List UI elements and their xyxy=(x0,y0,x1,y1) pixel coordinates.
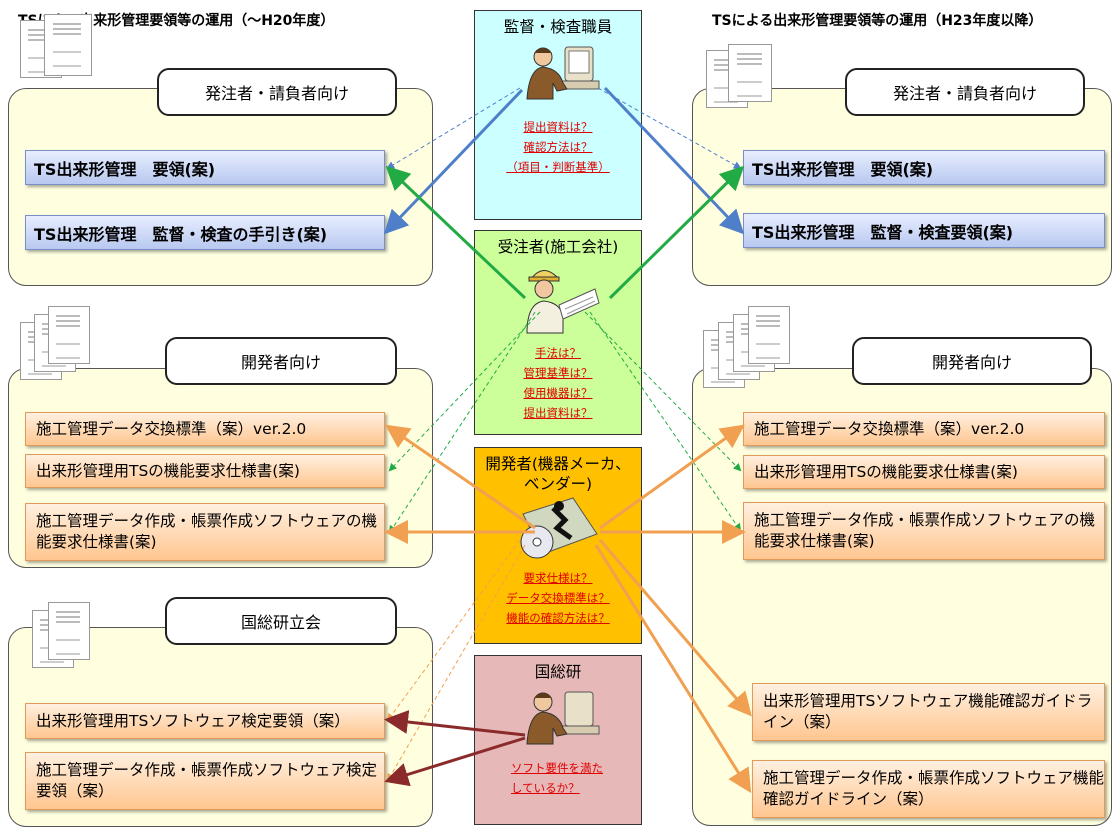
right-software-spec-box: 施工管理データ作成・帳票作成ソフトウェアの機能要求仕様書(案) xyxy=(743,502,1105,560)
left-group1-label: 発注者・請負者向け xyxy=(157,68,397,116)
right-data-exchange-box: 施工管理データ交換標準（案）ver.2.0 xyxy=(743,412,1105,446)
right-ts-software-guideline-box: 出来形管理用TSソフトウェア機能確認ガイドライン（案） xyxy=(752,683,1105,741)
supervisor-question: 提出資料は？ xyxy=(523,120,593,135)
right-title: TSによる出来形管理要領等の運用（H23年度以降） xyxy=(712,13,1043,29)
right-ts-manual-box: TS出来形管理 要領(案) xyxy=(743,150,1105,185)
left-software-spec-box: 施工管理データ作成・帳票作成ソフトウェアの機能要求仕様書(案) xyxy=(25,503,385,561)
contractor-question: 手法は？ xyxy=(535,346,581,361)
developer-title: 開発者(機器メーカ、ベンダー) xyxy=(485,455,631,494)
document-icon xyxy=(44,14,92,76)
right-panel-owners xyxy=(692,88,1112,286)
supervisor-question: （項目・判断基準） xyxy=(506,160,610,175)
developer-question: 要求仕様は？ xyxy=(523,571,593,586)
right-data-software-guideline-box: 施工管理データ作成・帳票作成ソフトウェア機能確認ガイドライン（案） xyxy=(752,760,1105,818)
right-group1-label: 発注者・請負者向け xyxy=(845,68,1085,116)
software-cd-icon xyxy=(520,497,598,559)
supervisor-box: 監督・検査職員 提出資料は？ 確認方法は？ （項目・判断基準） xyxy=(474,10,642,220)
developer-question: 機能の確認方法は？ xyxy=(506,611,610,626)
supervisor-title: 監督・検査職員 xyxy=(503,18,613,36)
right-ts-spec-box: 出来形管理用TSの機能要求仕様書(案) xyxy=(743,455,1105,489)
left-data-exchange-box: 施工管理データ交換標準（案）ver.2.0 xyxy=(25,412,385,446)
right-ts-inspection-manual-box: TS出来形管理 監督・検査要領(案) xyxy=(743,213,1105,248)
researcher-icon xyxy=(526,691,600,745)
left-data-software-cert-box: 施工管理データ作成・帳票作成ソフトウェア検定要領（案） xyxy=(25,752,385,810)
construction-worker-icon xyxy=(526,270,600,334)
document-icon xyxy=(728,44,772,102)
contractor-title: 受注者(施工会社) xyxy=(497,238,619,256)
left-panel-owners xyxy=(8,88,433,286)
contractor-box: 受注者(施工会社) 手法は？ 管理基準は？ 使用機器は？ 提出資料は？ xyxy=(474,230,642,435)
left-ts-inspection-guide-box: TS出来形管理 監督・検査の手引き(案) xyxy=(25,215,385,250)
left-ts-spec-box: 出来形管理用TSの機能要求仕様書(案) xyxy=(25,454,385,488)
nilim-title: 国総研 xyxy=(534,663,582,681)
left-group3-label: 国総研立会 xyxy=(165,597,397,645)
left-group2-label: 開発者向け xyxy=(165,337,397,385)
left-title: TSによる出来形管理要領等の運用（〜H20年度） xyxy=(18,13,335,29)
document-icon xyxy=(48,306,90,364)
nilim-box: 国総研 ソフト要件を満たしているか？ xyxy=(474,655,642,825)
developer-box: 開発者(機器メーカ、ベンダー) 要求仕様は？ データ交換標準は？ 機能の確認方法… xyxy=(474,447,642,644)
developer-question: データ交換標準は？ xyxy=(506,591,610,606)
left-ts-software-cert-box: 出来形管理用TSソフトウェア検定要領（案） xyxy=(25,703,385,739)
right-group2-label: 開発者向け xyxy=(852,337,1092,385)
nilim-question: ソフト要件を満たしているか？ xyxy=(511,761,603,796)
supervisor-question: 確認方法は？ xyxy=(523,140,593,155)
document-icon xyxy=(748,306,790,364)
left-ts-manual-box: TS出来形管理 要領(案) xyxy=(25,150,385,185)
office-worker-icon xyxy=(526,46,600,100)
contractor-question: 使用機器は？ xyxy=(523,386,593,401)
document-icon xyxy=(48,602,90,660)
contractor-question: 提出資料は？ xyxy=(523,406,593,421)
contractor-question: 管理基準は？ xyxy=(523,366,593,381)
